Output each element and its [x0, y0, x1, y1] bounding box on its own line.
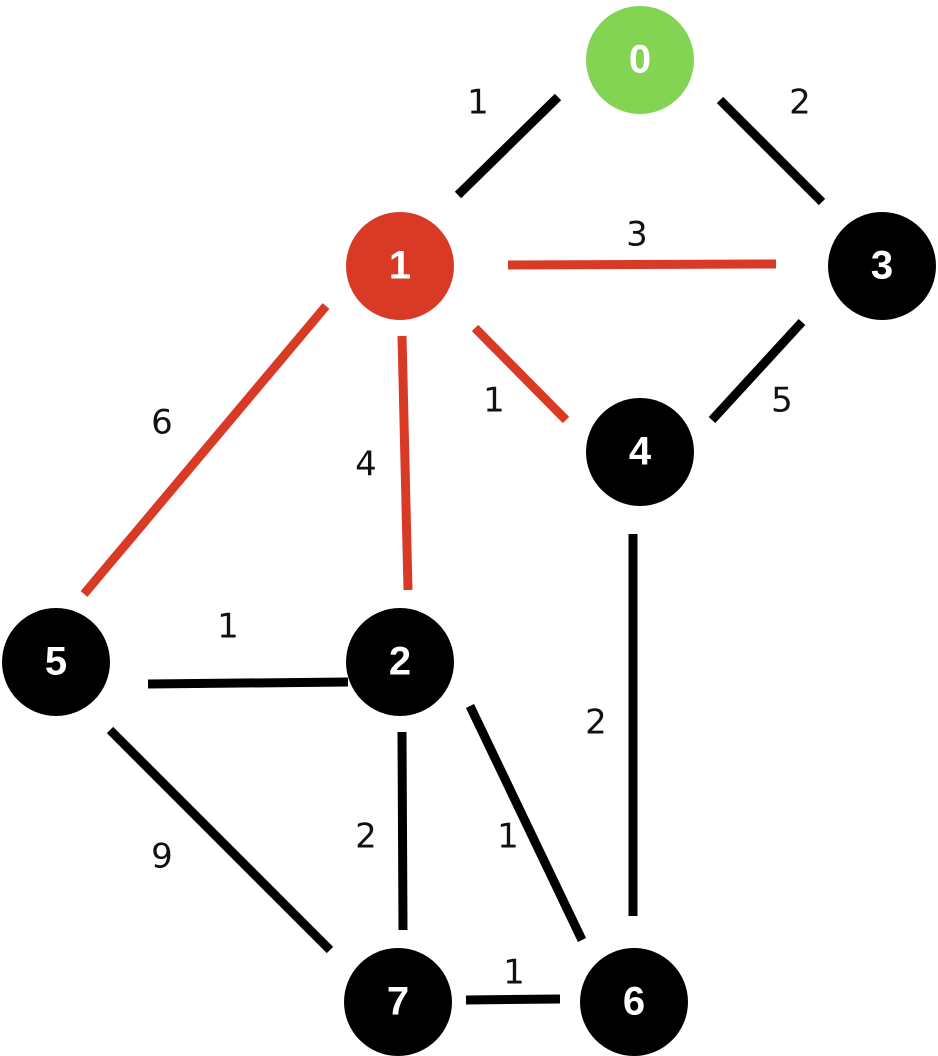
node-label-0: 0	[629, 38, 651, 82]
edge-weight-1-2: 4	[355, 445, 377, 485]
edge-weight-7-6: 1	[503, 953, 525, 993]
edge-weight-0-1: 1	[467, 83, 489, 123]
node-circle-5	[2, 608, 110, 716]
node-label-7: 7	[387, 980, 409, 1024]
edge-weight-1-5: 6	[151, 403, 173, 443]
node-circle-0	[586, 6, 694, 114]
edge-7-6	[465, 994, 561, 1005]
node-7: 7	[344, 948, 452, 1056]
edge-weight-5-7: 9	[151, 837, 173, 877]
edge-weight-1-3: 3	[626, 215, 648, 255]
edge-1-4	[471, 324, 570, 424]
edge-weight-0-3: 2	[789, 83, 811, 123]
edge-5-7	[106, 726, 334, 954]
node-label-4: 4	[629, 430, 652, 474]
nodes-layer: 0 1 2 3 4 5 6 7	[2, 6, 936, 1056]
edge-1-2	[397, 335, 413, 591]
edge-0-3	[716, 96, 826, 206]
edge-3-4	[708, 318, 806, 424]
node-circle-2	[346, 608, 454, 716]
node-label-3: 3	[871, 244, 893, 288]
node-label-1: 1	[389, 244, 411, 288]
node-3: 3	[828, 212, 936, 320]
node-0: 0	[586, 6, 694, 114]
edge-2-6	[465, 704, 587, 942]
edge-5-2	[147, 677, 349, 689]
edge-2-7	[397, 731, 408, 931]
edge-weight-2-6: 1	[497, 817, 519, 857]
node-2: 2	[346, 608, 454, 716]
node-circle-7	[344, 948, 452, 1056]
node-4: 4	[586, 398, 694, 506]
node-circle-4	[586, 398, 694, 506]
node-circle-1	[346, 212, 454, 320]
node-1: 1	[346, 212, 454, 320]
edges-layer	[80, 93, 826, 1005]
node-6: 6	[580, 948, 688, 1056]
node-label-2: 2	[389, 640, 411, 684]
edge-weight-1-4: 1	[483, 381, 505, 421]
node-label-6: 6	[623, 980, 645, 1024]
edge-weights-layer: 1 2 3 1 4 6 5 2 1 9 2 1 1	[151, 83, 811, 993]
edge-0-1	[454, 93, 562, 199]
edge-weight-4-6: 2	[585, 703, 607, 743]
edge-1-5	[80, 303, 330, 597]
node-label-5: 5	[45, 640, 67, 684]
edge-weight-5-2: 1	[217, 607, 239, 647]
node-circle-6	[580, 948, 688, 1056]
edge-weight-2-7: 2	[355, 817, 377, 857]
node-5: 5	[2, 608, 110, 716]
node-circle-3	[828, 212, 936, 320]
edge-1-3	[507, 259, 777, 270]
edge-weight-3-4: 5	[771, 381, 793, 421]
